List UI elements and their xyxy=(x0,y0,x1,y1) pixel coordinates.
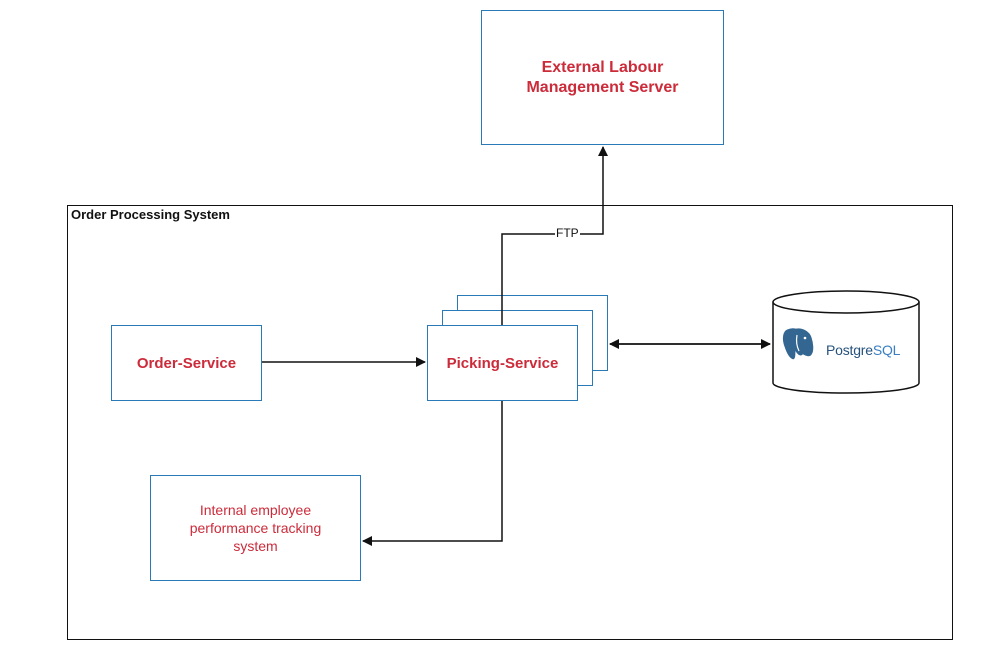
postgresql-label: PostgreSQL xyxy=(826,342,900,358)
postgresql-label-part1: Postgre xyxy=(826,342,873,358)
internal-tracking-system-label: Internal employee performance tracking s… xyxy=(189,502,322,554)
internal-tracking-system-box: Internal employee performance tracking s… xyxy=(150,475,361,581)
frame-label: Order Processing System xyxy=(71,207,230,222)
order-service-box: Order-Service xyxy=(111,325,262,401)
picking-service-label: Picking-Service xyxy=(446,354,559,372)
external-server-label-line1: External Labour xyxy=(541,58,664,76)
postgresql-label-part2: SQL xyxy=(872,342,901,358)
order-service-label: Order-Service xyxy=(136,354,237,372)
external-labour-management-server: External Labour Management Server xyxy=(481,10,724,145)
picking-service-box: Picking-Service xyxy=(427,325,578,401)
database-cylinder xyxy=(772,290,920,394)
ftp-label: FTP xyxy=(555,226,580,240)
external-server-label-line2: Management Server xyxy=(526,78,679,96)
